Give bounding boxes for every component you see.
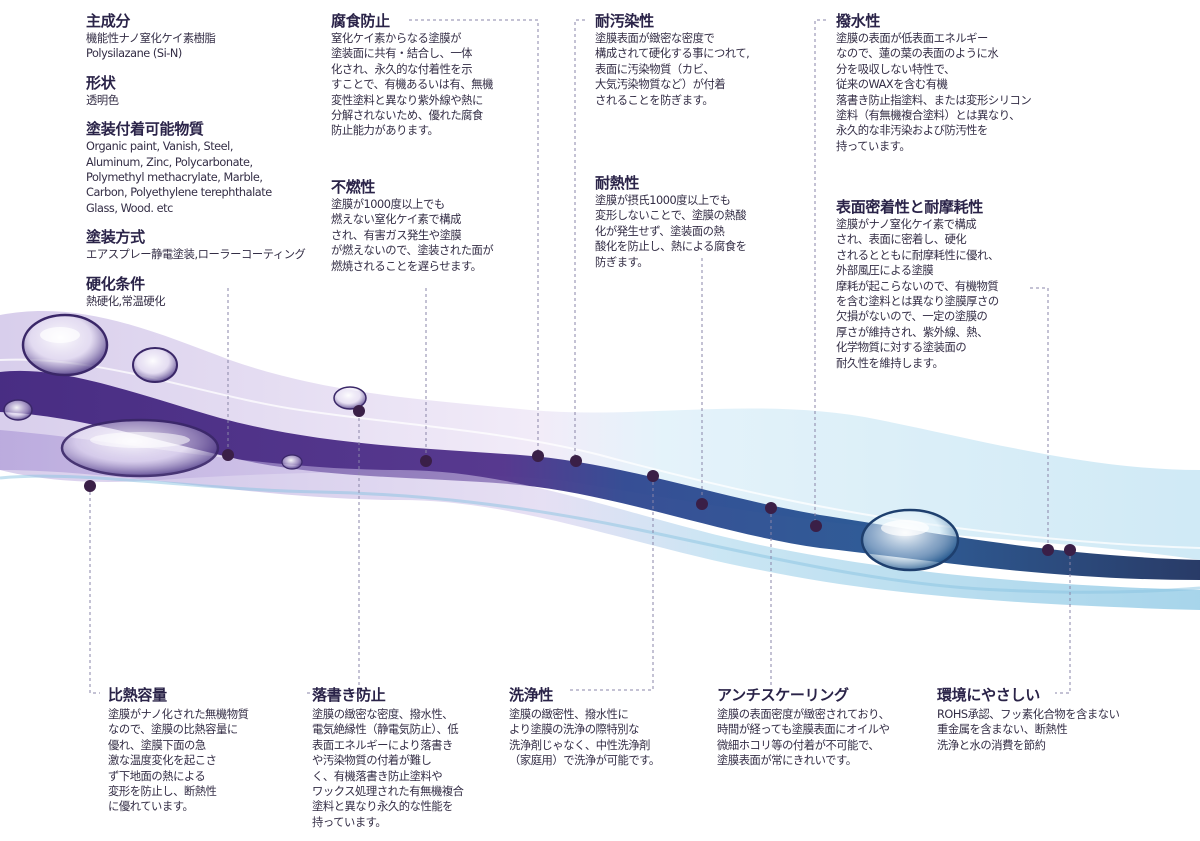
feature-heat-resistance: 耐熱性 塗膜が摂氏1000度以上でも 変形しないことで、塗膜の熱酸 化が発生せず… [595, 174, 795, 270]
bubble-group [3, 313, 960, 572]
feature-text: 塗膜が摂氏1000度以上でも 変形しないことで、塗膜の熱酸 化が発生せず、塗装面… [595, 194, 747, 269]
spec-label: 塗装方式 [86, 228, 145, 247]
feature-text: 塗膜の表面が低表面エネルギー なので、蓮の葉の表面のように水 分を吸収しない特性… [836, 32, 1032, 153]
spec-label: 塗装付着可能物質 [86, 120, 204, 139]
spec-label: 硬化条件 [86, 274, 145, 293]
feature-anticorrosion: 腐食防止 窒化ケイ素からなる塗膜が 塗装面に共有・結合し、一体 化され、永久的な… [331, 12, 531, 139]
spec-panel: 主成分 機能性ナノ窒化ケイ素樹脂 Polysilazane (Si-N) 形状 … [86, 12, 336, 309]
feature-title: アンチスケーリング [717, 686, 849, 704]
feature-title: 不燃性 [331, 178, 376, 196]
feature-antiscaling: アンチスケーリング 塗膜の表面密度が緻密されており、 時間が経っても塗膜表面にオ… [717, 686, 932, 769]
feature-adhesion-wear: 表面密着性と耐摩耗性 塗膜がナノ窒化ケイ素で構成 され、表面に密着し、硬化 され… [836, 198, 1076, 371]
feature-eco-friendly: 環境にやさしい ROHS承認、フッ素化合物を含まない 重金属を含まない、断熱性 … [937, 686, 1157, 753]
feature-text: 塗膜の緻密な密度、撥水性、 電気絶縁性（静電気防止）、低 表面エネルギーにより落… [312, 708, 464, 829]
spec-value: 機能性ナノ窒化ケイ素樹脂 Polysilazane (Si-N) [86, 32, 216, 61]
feature-title: 耐汚染性 [595, 12, 654, 30]
feature-title: 腐食防止 [331, 12, 390, 30]
feature-text: 塗膜表面が緻密な密度で 構成されて硬化する事につれて, 表面に汚染物質（カビ、 … [595, 32, 750, 107]
spec-value: Organic paint, Vanish, Steel, Aluminum, … [86, 140, 272, 215]
feature-title: 洗浄性 [509, 686, 554, 704]
feature-title: 環境にやさしい [937, 686, 1040, 704]
feature-title: 表面密着性と耐摩耗性 [836, 198, 984, 216]
feature-water-repellency: 撥水性 塗膜の表面が低表面エネルギー なので、蓮の葉の表面のように水 分を吸収し… [836, 12, 1076, 154]
spec-label: 形状 [86, 73, 116, 92]
spec-label: 主成分 [86, 12, 131, 30]
feature-text: 塗膜が1000度以上でも 燃えない窒化ケイ素で構成 され、有害ガス発生や塗膜 が… [331, 198, 494, 273]
spec-form: 形状 透明色 [86, 74, 336, 108]
feature-antifouling: 耐汚染性 塗膜表面が緻密な密度で 構成されて硬化する事につれて, 表面に汚染物質… [595, 12, 795, 108]
feature-title: 耐熱性 [595, 174, 640, 192]
feature-text: 塗膜がナノ窒化ケイ素で構成 され、表面に密着し、硬化 されるとともに耐摩耗性に優… [836, 218, 999, 370]
spec-main-component: 主成分 機能性ナノ窒化ケイ素樹脂 Polysilazane (Si-N) [86, 12, 336, 62]
feature-heat-capacity: 比熱容量 塗膜がナノ化された無機物質 なので、塗膜の比熱容量に 優れ、塗膜下面の… [108, 686, 293, 815]
feature-text: 塗膜の緻密性、撥水性に より塗膜の洗浄の際特別な 洗浄剤じゃなく、中性洗浄剤 （… [509, 708, 660, 768]
feature-title: 撥水性 [836, 12, 881, 30]
feature-title: 比熱容量 [108, 686, 167, 704]
feature-washability: 洗浄性 塗膜の緻密性、撥水性に より塗膜の洗浄の際特別な 洗浄剤じゃなく、中性洗… [509, 686, 699, 769]
feature-anti-graffiti: 落書き防止 塗膜の緻密な密度、撥水性、 電気絶縁性（静電気防止）、低 表面エネル… [312, 686, 512, 830]
spec-value: 透明色 [86, 93, 119, 107]
spec-coating-method: 塗装方式 エアスプレー静電塗装,ローラーコーティング [86, 228, 336, 262]
feature-text: 窒化ケイ素からなる塗膜が 塗装面に共有・結合し、一体 化され、永久的な付着性を示… [331, 32, 493, 138]
spec-applicable-materials: 塗装付着可能物質 Organic paint, Vanish, Steel, A… [86, 120, 336, 216]
feature-text: ROHS承認、フッ素化合物を含まない 重金属を含まない、断熱性 洗浄と水の消費を… [937, 708, 1120, 752]
feature-title: 落書き防止 [312, 686, 386, 704]
feature-nonflammable: 不燃性 塗膜が1000度以上でも 燃えない窒化ケイ素で構成 され、有害ガス発生や… [331, 178, 531, 274]
spec-value: 熱硬化,常温硬化 [86, 294, 166, 308]
spec-curing-condition: 硬化条件 熱硬化,常温硬化 [86, 275, 336, 309]
feature-text: 塗膜の表面密度が緻密されており、 時間が経っても塗膜表面にオイルや 微細ホコリ等… [717, 708, 890, 768]
feature-text: 塗膜がナノ化された無機物質 なので、塗膜の比熱容量に 優れ、塗膜下面の急 激な温… [108, 708, 249, 814]
spec-value: エアスプレー静電塗装,ローラーコーティング [86, 248, 306, 262]
